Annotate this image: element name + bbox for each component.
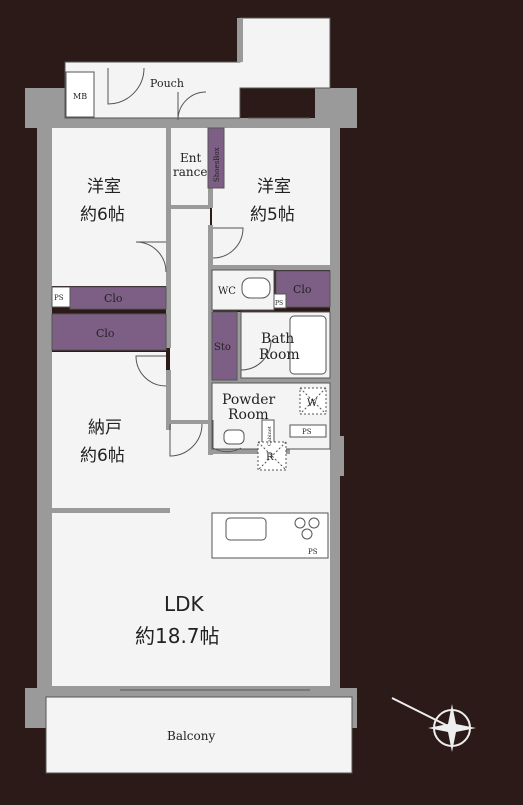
label-pouch: Pouch <box>150 77 184 90</box>
wall-g <box>212 378 330 383</box>
wet-areas <box>211 269 331 471</box>
outer-wall-west <box>37 118 52 688</box>
closet-west-2 <box>51 313 167 351</box>
pouch-floor <box>64 17 331 119</box>
balcony-windows <box>100 117 310 691</box>
label-sto: Sto <box>214 342 231 353</box>
wall-j <box>170 205 210 209</box>
label-ps-1: PS <box>54 294 64 302</box>
ps-box-1 <box>51 286 71 308</box>
wall-c <box>208 225 213 455</box>
outer-wall-east <box>330 110 340 690</box>
label-balcony: Balcony <box>167 729 215 743</box>
label-room-west-size: 約6帖 <box>80 205 125 225</box>
label-north: N <box>377 681 392 697</box>
ps-box-4 <box>289 424 327 438</box>
labels: Pouch MB Ent rance ShoesBox 洋室 約6帖 洋室 約5… <box>54 77 392 743</box>
cooktop-burner-1 <box>294 517 306 529</box>
wall-a <box>166 128 171 348</box>
label-ldk-size: 約18.7帖 <box>135 624 220 648</box>
pouch-area <box>64 17 331 121</box>
label-r: R <box>266 452 274 463</box>
corner-ne <box>315 88 357 128</box>
ps-box-2 <box>273 293 287 309</box>
pouch-door-arc <box>107 67 145 105</box>
label-clo-2: Clo <box>96 327 115 340</box>
outer-wall-south <box>37 685 337 697</box>
wall-f <box>212 265 330 270</box>
label-w: W <box>307 398 318 409</box>
label-clo-1: Clo <box>104 292 123 305</box>
label-ps-2: PS <box>275 300 283 307</box>
kitchen <box>211 512 329 559</box>
label-clo-3: Clo <box>293 283 312 296</box>
label-room-east-name: 洋室 <box>257 177 291 197</box>
closets <box>51 127 331 381</box>
label-wc: WC <box>218 286 236 297</box>
wall-h <box>212 449 290 454</box>
door-nando <box>135 355 167 387</box>
label-room-west-name: 洋室 <box>87 177 121 197</box>
label-entrance-1: Ent <box>180 151 201 165</box>
label-cabinet: Cabinet <box>267 426 273 446</box>
label-mb: MB <box>73 92 87 101</box>
label-room-east-size: 約5帖 <box>250 205 295 225</box>
entry-door-arc <box>177 91 207 121</box>
label-entrance-2: rance <box>173 165 207 179</box>
label-nando-name: 納戸 <box>88 418 122 438</box>
door-room-west <box>135 241 167 273</box>
door-ldk <box>169 423 203 457</box>
outer-wall-north <box>37 118 337 128</box>
cooktop-burner-3 <box>301 528 313 540</box>
balcony-floor <box>45 696 353 774</box>
label-ps-4: PS <box>302 428 312 436</box>
wall-e <box>166 370 171 430</box>
toilet <box>241 277 271 299</box>
washbasin <box>223 429 245 445</box>
room-west-floor <box>52 128 166 286</box>
door-bath <box>240 339 272 371</box>
wall-i <box>237 312 241 382</box>
shoes-box <box>207 127 225 189</box>
bathtub <box>289 315 327 375</box>
room-floors <box>45 128 353 774</box>
wall-d <box>52 508 170 513</box>
ldk-floor <box>52 476 330 686</box>
kitchen-sink <box>225 517 267 541</box>
fridge-x2 <box>257 441 287 471</box>
fridge-x1 <box>257 441 287 471</box>
label-bath-2: Room <box>259 347 300 363</box>
compass <box>391 697 476 752</box>
storage-sto <box>211 311 238 381</box>
label-nando-size: 約6帖 <box>80 446 125 466</box>
label-powder-2: Room <box>228 407 269 423</box>
door-powder <box>212 420 242 453</box>
door-room-east <box>212 227 244 259</box>
label-ldk-name: LDK <box>164 592 205 616</box>
label-powder-1: Powder <box>222 392 276 408</box>
wall-k <box>170 420 210 424</box>
washer-box <box>299 387 327 415</box>
label-ps-3: PS <box>308 548 318 556</box>
compass-needle <box>391 697 453 729</box>
label-shoes-box: ShoesBox <box>213 147 221 182</box>
door-swings <box>135 227 272 457</box>
room-east-floor <box>212 128 330 268</box>
meter-box <box>65 71 95 118</box>
label-bath-1: Bath <box>261 331 294 347</box>
entrance-floor <box>170 128 210 204</box>
corner-nw <box>25 88 65 128</box>
cooktop-burner-2 <box>308 517 320 529</box>
